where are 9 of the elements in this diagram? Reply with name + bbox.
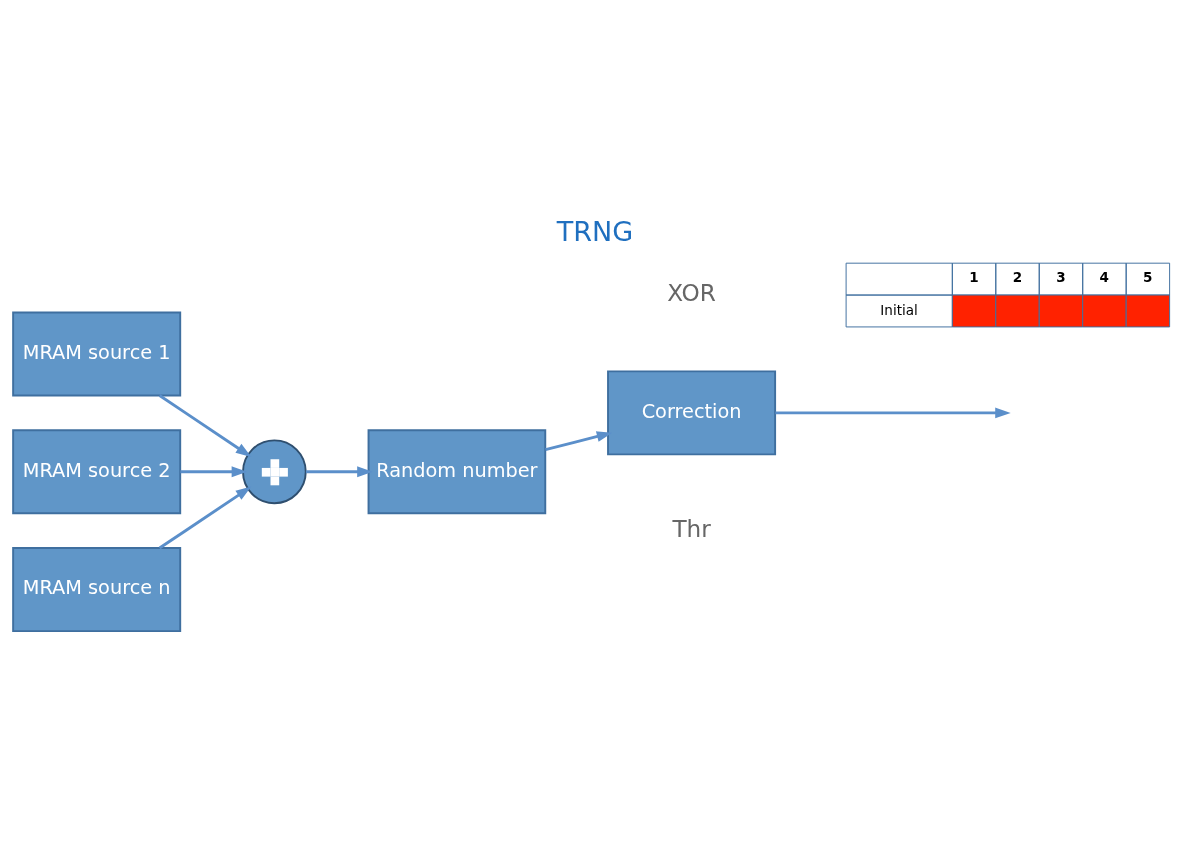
label: 2 — [1012, 268, 1023, 285]
label: 1 — [969, 268, 979, 285]
label: XOR — [667, 279, 716, 307]
diagram-title: TRNG — [556, 216, 634, 248]
label: Initial — [880, 301, 918, 318]
label: 4 — [1099, 268, 1110, 285]
label: 5 — [1143, 268, 1153, 285]
label: Thr — [672, 514, 711, 542]
label: 3 — [1056, 268, 1066, 285]
